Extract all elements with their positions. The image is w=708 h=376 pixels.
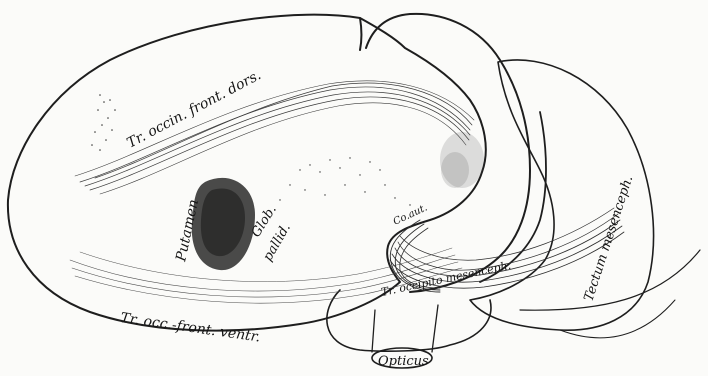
label-opticus: Opticus xyxy=(378,354,429,369)
putamen-body xyxy=(192,178,255,270)
label-tectum-mesenceph: Tectum mesenceph. xyxy=(582,174,637,303)
stipple-dots xyxy=(91,94,411,206)
label-tr-occ-front-ventr: Tr. occ.-front. ventr. xyxy=(119,310,261,345)
label-tr-occin-front-dors: Tr. occin. front. dors. xyxy=(124,67,263,151)
co-aut-shading xyxy=(440,132,484,188)
anatomy-labels: Tr. occin. front. dors. Putamen Glob. pa… xyxy=(119,67,636,369)
